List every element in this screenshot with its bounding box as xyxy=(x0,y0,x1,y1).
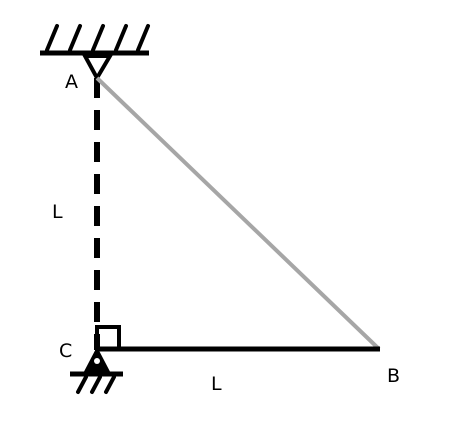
ground-hatching xyxy=(76,375,116,394)
ceiling-hatching xyxy=(45,24,150,52)
label-point-b: B xyxy=(387,365,400,387)
label-point-c: C xyxy=(59,340,72,362)
top-fixed-support xyxy=(40,24,150,83)
bottom-pin-support xyxy=(70,346,123,394)
label-point-a: A xyxy=(65,71,78,93)
label-length-cb: L xyxy=(211,373,222,395)
member-ab-diagonal xyxy=(95,76,381,351)
pin-c-hole xyxy=(94,358,100,364)
label-length-ac: L xyxy=(52,201,63,223)
right-angle-marker xyxy=(95,325,121,351)
pin-a-triangle xyxy=(81,54,114,83)
